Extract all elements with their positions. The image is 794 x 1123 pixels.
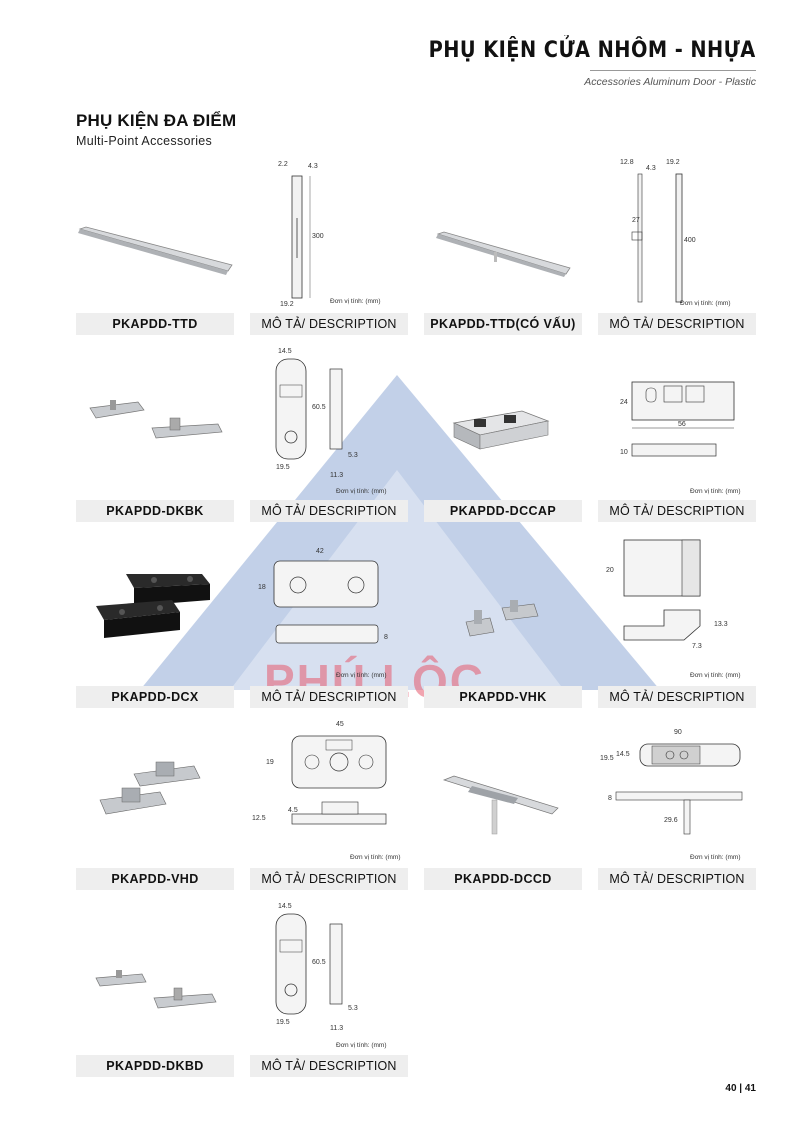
drawing-vhk: 20 13.3 7.3 bbox=[606, 539, 728, 650]
drawing-ttd: 2.2 4.3 300 19.2 bbox=[278, 161, 324, 308]
svg-text:13.3: 13.3 bbox=[714, 621, 728, 628]
section-subtitle: Multi-Point Accessories bbox=[76, 134, 213, 148]
svg-text:10: 10 bbox=[620, 449, 628, 456]
svg-text:19: 19 bbox=[266, 759, 274, 766]
product-code-label: PKAPDD-TTD(CÓ VẤU) bbox=[424, 313, 582, 335]
unit-note: Đơn vị tính: (mm) bbox=[690, 488, 741, 495]
product-image-ttd-vau bbox=[436, 231, 571, 277]
description-label: MÔ TẢ/ DESCRIPTION bbox=[250, 500, 408, 522]
svg-text:29.6: 29.6 bbox=[664, 817, 678, 824]
svg-text:14.5: 14.5 bbox=[278, 903, 292, 910]
product-code-label: PKAPDD-VHD bbox=[76, 868, 234, 890]
unit-note: Đơn vị tính: (mm) bbox=[336, 488, 387, 495]
svg-text:300: 300 bbox=[312, 233, 324, 240]
product-image-vhd bbox=[99, 761, 201, 815]
svg-text:2.2: 2.2 bbox=[278, 161, 288, 168]
svg-text:19.2: 19.2 bbox=[666, 159, 680, 166]
svg-text:60.5: 60.5 bbox=[312, 959, 326, 966]
description-label: MÔ TẢ/ DESCRIPTION bbox=[250, 1055, 408, 1077]
product-image-ttd bbox=[78, 226, 233, 275]
drawing-dkbd: 14.5 60.5 19.5 5.3 11.3 bbox=[275, 903, 358, 1032]
svg-text:5.3: 5.3 bbox=[348, 1005, 358, 1012]
unit-note: Đơn vị tính: (mm) bbox=[690, 672, 741, 679]
svg-text:8: 8 bbox=[608, 795, 612, 802]
description-label: MÔ TẢ/ DESCRIPTION bbox=[598, 500, 756, 522]
svg-text:7.3: 7.3 bbox=[692, 643, 702, 650]
unit-note: Đơn vị tính: (mm) bbox=[350, 854, 401, 861]
unit-note: Đơn vị tính: (mm) bbox=[336, 672, 387, 679]
svg-text:27: 27 bbox=[632, 217, 640, 224]
svg-text:5.3: 5.3 bbox=[348, 452, 358, 459]
product-code-label: PKAPDD-DCX bbox=[76, 686, 234, 708]
svg-text:4.3: 4.3 bbox=[646, 165, 656, 172]
description-label: MÔ TẢ/ DESCRIPTION bbox=[250, 868, 408, 890]
svg-text:12.8: 12.8 bbox=[620, 159, 634, 166]
product-code-label: PKAPDD-DKBD bbox=[76, 1055, 234, 1077]
drawing-ttd-vau: 12.8 4.3 19.2 27 400 bbox=[620, 159, 696, 303]
product-image-vhk bbox=[465, 600, 539, 637]
page-subtitle: Accessories Aluminum Door - Plastic bbox=[584, 76, 756, 88]
unit-note: Đơn vị tính: (mm) bbox=[336, 1042, 387, 1049]
description-label: MÔ TẢ/ DESCRIPTION bbox=[598, 313, 756, 335]
description-label: MÔ TẢ/ DESCRIPTION bbox=[598, 686, 756, 708]
svg-text:19.5: 19.5 bbox=[600, 755, 614, 762]
product-image-dkbd bbox=[95, 970, 217, 1009]
product-code-label: PKAPDD-TTD bbox=[76, 313, 234, 335]
svg-text:11.3: 11.3 bbox=[330, 1025, 343, 1032]
svg-text:19.5: 19.5 bbox=[276, 464, 290, 471]
svg-text:4.5: 4.5 bbox=[288, 807, 298, 814]
svg-text:90: 90 bbox=[674, 729, 682, 736]
product-image-dkbk bbox=[89, 400, 223, 439]
product-code-label: PKAPDD-DCCD bbox=[424, 868, 582, 890]
svg-text:12.5: 12.5 bbox=[252, 815, 266, 822]
section-title: PHỤ KIỆN ĐA ĐIỂM bbox=[76, 111, 237, 130]
svg-text:18: 18 bbox=[258, 584, 266, 591]
description-label: MÔ TẢ/ DESCRIPTION bbox=[250, 686, 408, 708]
svg-text:60.5: 60.5 bbox=[312, 404, 326, 411]
svg-text:42: 42 bbox=[316, 548, 324, 555]
page-title: PHỤ KIỆN CỬA NHÔM - NHỰA bbox=[428, 38, 756, 63]
svg-text:20: 20 bbox=[606, 567, 614, 574]
description-label: MÔ TẢ/ DESCRIPTION bbox=[250, 313, 408, 335]
product-code-label: PKAPDD-DCCAP bbox=[424, 500, 582, 522]
svg-text:24: 24 bbox=[620, 399, 628, 406]
drawing-dccd: 90 19.5 14.5 8 29.6 bbox=[600, 729, 743, 835]
unit-note: Đơn vị tính: (mm) bbox=[680, 300, 731, 307]
svg-text:400: 400 bbox=[684, 237, 696, 244]
product-code-label: PKAPDD-VHK bbox=[424, 686, 582, 708]
svg-text:11.3: 11.3 bbox=[330, 472, 343, 479]
title-divider bbox=[590, 70, 756, 71]
page-number: 40 | 41 bbox=[725, 1083, 756, 1094]
svg-text:4.3: 4.3 bbox=[308, 163, 318, 170]
svg-text:45: 45 bbox=[336, 721, 344, 728]
drawing-vhd: 45 19 4.5 12.5 bbox=[252, 721, 387, 825]
product-image-dccd bbox=[442, 775, 559, 835]
svg-text:14.5: 14.5 bbox=[616, 751, 630, 758]
unit-note: Đơn vị tính: (mm) bbox=[690, 854, 741, 861]
drawing-dccap: 24 56 10 bbox=[620, 381, 735, 457]
svg-text:19.5: 19.5 bbox=[276, 1019, 290, 1026]
unit-note: Đơn vị tính: (mm) bbox=[330, 298, 381, 305]
product-image-dccap bbox=[452, 410, 550, 450]
product-code-label: PKAPDD-DKBK bbox=[76, 500, 234, 522]
svg-text:8: 8 bbox=[384, 634, 388, 641]
drawing-dkbk: 14.5 60.5 19.5 5.3 11.3 bbox=[275, 348, 358, 479]
drawing-dcx: 42 18 8 bbox=[258, 548, 388, 644]
svg-text:19.2: 19.2 bbox=[280, 301, 294, 308]
svg-text:56: 56 bbox=[678, 421, 686, 428]
product-image-dcx bbox=[96, 574, 210, 638]
description-label: MÔ TẢ/ DESCRIPTION bbox=[598, 868, 756, 890]
svg-text:14.5: 14.5 bbox=[278, 348, 292, 355]
